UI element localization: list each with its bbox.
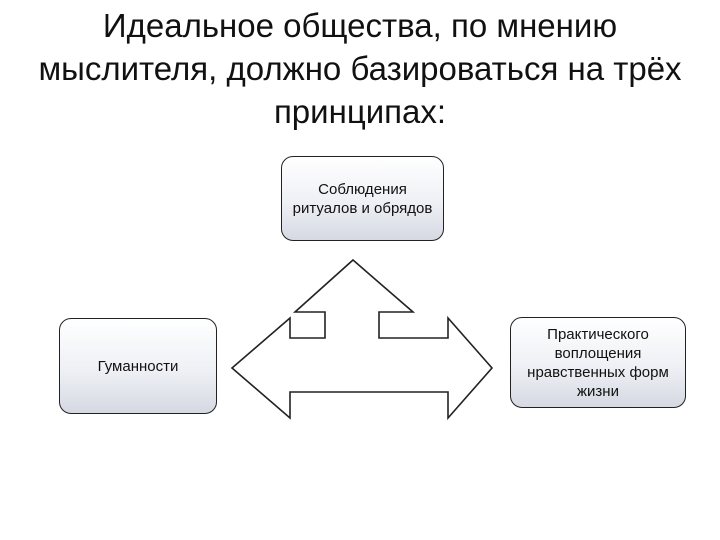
node-rituals: Соблюдения ритуалов и обрядов [281, 156, 444, 241]
node-humanity: Гуманности [59, 318, 217, 414]
page-title: Идеальное общества, по мнению мыслителя,… [38, 7, 682, 130]
node-rituals-label: Соблюдения ритуалов и обрядов [292, 180, 433, 217]
node-moral-practice-label: Практического воплощения нравственных фо… [527, 325, 669, 400]
node-humanity-label: Гуманности [97, 357, 179, 375]
node-moral-practice: Практического воплощения нравственных фо… [510, 317, 686, 408]
